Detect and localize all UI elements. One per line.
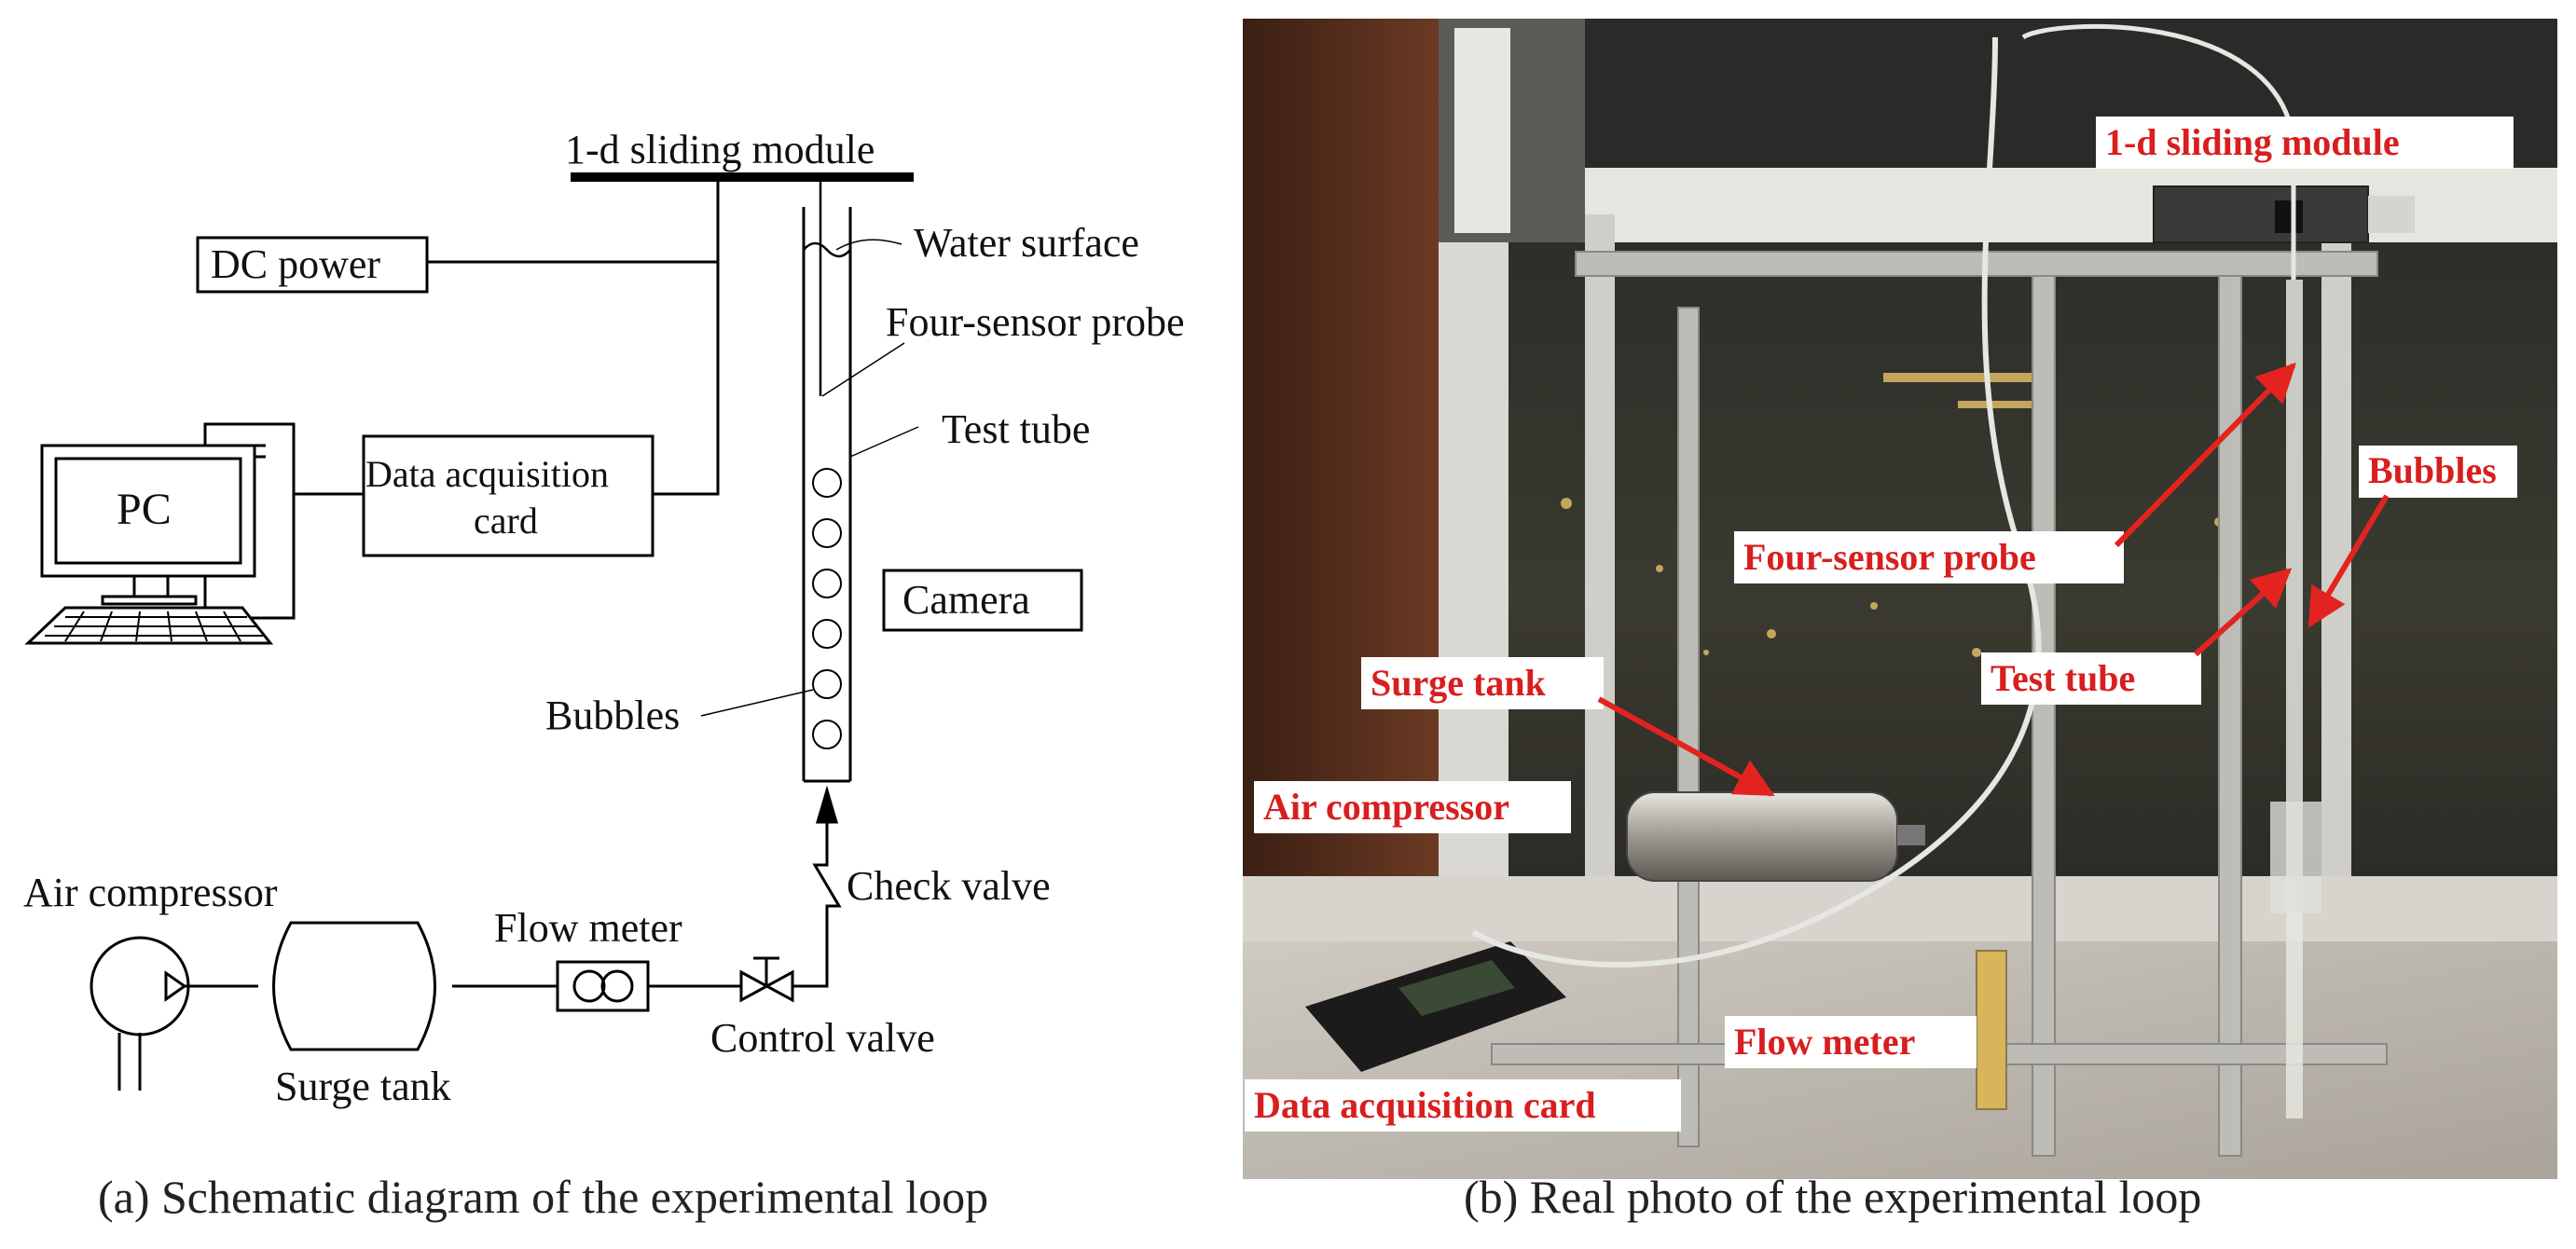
water-surface-line xyxy=(803,241,851,258)
photo-tubing xyxy=(2021,24,2296,280)
pc-icon xyxy=(24,422,296,645)
label-daq-line2: card xyxy=(474,500,538,542)
photo-label-test-tube: Test tube xyxy=(1991,657,2135,699)
leader-test-tube xyxy=(849,426,919,458)
wire-module-daq xyxy=(653,177,720,496)
photo-label-sliding-module: 1-d sliding module xyxy=(2105,121,2400,163)
photo-label-bg xyxy=(2359,446,2517,498)
photo-label-flow-meter: Flow meter xyxy=(1734,1021,1915,1063)
photo-panel: 1-d sliding module Bubbles Four-sensor p… xyxy=(1243,19,2557,1179)
photo-label-surge-tank: Surge tank xyxy=(1371,662,1547,704)
flow-meter-rotor xyxy=(600,969,634,1003)
flow-meter-rotor xyxy=(572,969,606,1003)
label-sliding-module: 1-d sliding module xyxy=(565,127,875,172)
photo-label-air-compressor: Air compressor xyxy=(1263,786,1509,828)
control-valve-symbol xyxy=(739,956,794,1003)
daq-box xyxy=(362,434,654,557)
photo-label-bg xyxy=(1361,657,1604,709)
bubble xyxy=(812,569,842,598)
bubble xyxy=(812,720,842,749)
check-valve-symbol xyxy=(812,853,842,918)
label-control-valve: Control valve xyxy=(710,1015,935,1061)
photo-sliding-module-device xyxy=(2153,185,2415,243)
bubble xyxy=(812,468,842,498)
photo-label-bg xyxy=(1245,1079,1681,1132)
arrow-test-tube xyxy=(2193,568,2293,657)
photo-arrows xyxy=(1597,363,2390,797)
photo-window-ledge xyxy=(1243,876,2557,941)
photo-aluminium-frame xyxy=(1491,251,2388,1157)
photo-label-daq-card: Data acquisition card xyxy=(1254,1084,1596,1126)
bubble xyxy=(812,619,842,649)
label-flow-meter: Flow meter xyxy=(494,905,682,951)
label-camera: Camera xyxy=(902,577,1030,623)
photo-frame-mullion xyxy=(2321,214,2351,895)
label-daq-line1: Data acquisition xyxy=(365,453,609,495)
photo-tubing xyxy=(1471,36,2042,968)
photo-surge-tank xyxy=(1626,791,1925,882)
photo-label-bubbles: Bubbles xyxy=(2368,449,2497,491)
photo-label-four-sensor-probe: Four-sensor probe xyxy=(1743,536,2036,578)
photo-label-bg xyxy=(1725,1016,1977,1068)
photo-label-bg xyxy=(1981,652,2201,705)
schematic-diagram: 1-d sliding module DC power Data acquisi… xyxy=(23,127,1185,1109)
main-pipe xyxy=(792,918,829,988)
arrow-bubbles xyxy=(2307,494,2390,628)
label-bubbles: Bubbles xyxy=(545,693,680,738)
photo-daq-card xyxy=(1305,941,1566,1072)
bubble xyxy=(812,518,842,548)
label-air-compressor: Air compressor xyxy=(23,870,278,915)
leader-bubbles xyxy=(700,689,814,717)
photo-label-bg xyxy=(2096,117,2514,169)
photo-tube-fitting xyxy=(2270,802,2321,913)
label-four-sensor-probe: Four-sensor probe xyxy=(886,299,1185,345)
leader-water-surface xyxy=(835,239,902,251)
photo-flow-meter xyxy=(1976,950,2007,1110)
leader-probe xyxy=(821,342,905,397)
photo-frame-mullion xyxy=(1585,214,1615,895)
camera-box xyxy=(882,569,1083,632)
caption-schematic: (a) Schematic diagram of the experimenta… xyxy=(98,1171,989,1223)
photo-window-frame xyxy=(1454,28,1510,233)
bubbles-group xyxy=(812,468,842,749)
label-pc: PC xyxy=(117,485,172,534)
inlet-arrow xyxy=(815,785,839,824)
dc-power-box xyxy=(196,236,429,294)
label-water-surface: Water surface xyxy=(914,220,1139,266)
photo-labels: 1-d sliding module Bubbles Four-sensor p… xyxy=(1245,117,2517,1132)
photo-test-tube xyxy=(2286,280,2303,1119)
photo-label-bg xyxy=(1734,531,2124,583)
caption-photo: (b) Real photo of the experimental loop xyxy=(1464,1171,2202,1223)
air-compressor-shape xyxy=(90,936,190,1036)
bubble xyxy=(812,669,842,699)
air-compressor-triangle xyxy=(164,970,187,1002)
label-surge-tank: Surge tank xyxy=(275,1064,451,1109)
label-test-tube: Test tube xyxy=(942,406,1090,452)
label-dc-power: DC power xyxy=(211,241,380,287)
surge-tank-shape xyxy=(272,921,436,1051)
arrow-surge-tank xyxy=(1597,696,1775,797)
photo-label-bg xyxy=(1254,781,1571,833)
label-check-valve: Check valve xyxy=(847,863,1051,909)
arrow-probe xyxy=(2114,363,2296,548)
